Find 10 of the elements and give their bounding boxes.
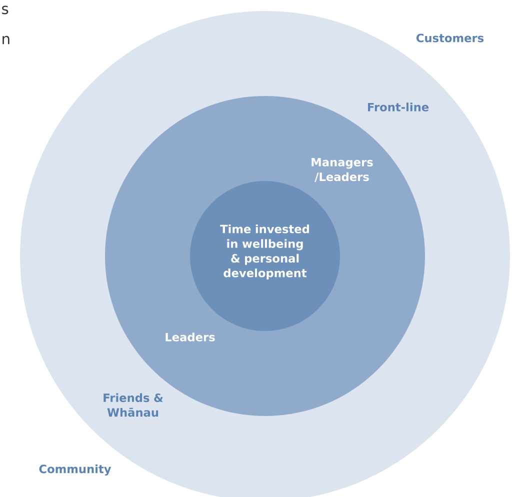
ring-label: Time invested in wellbeing & personal development [220,224,309,280]
text-fragment: n [2,36,10,44]
text-fragment: s [2,6,8,14]
ring [190,181,340,331]
ring-label: Front-line [368,102,429,112]
ring-label: Managers /Leaders [312,158,373,182]
ring-label: Community [39,464,112,476]
ring-label: Leaders [166,332,215,342]
ring-label: Friends & Whānau [104,393,163,417]
ring-label: Customers [416,34,484,42]
